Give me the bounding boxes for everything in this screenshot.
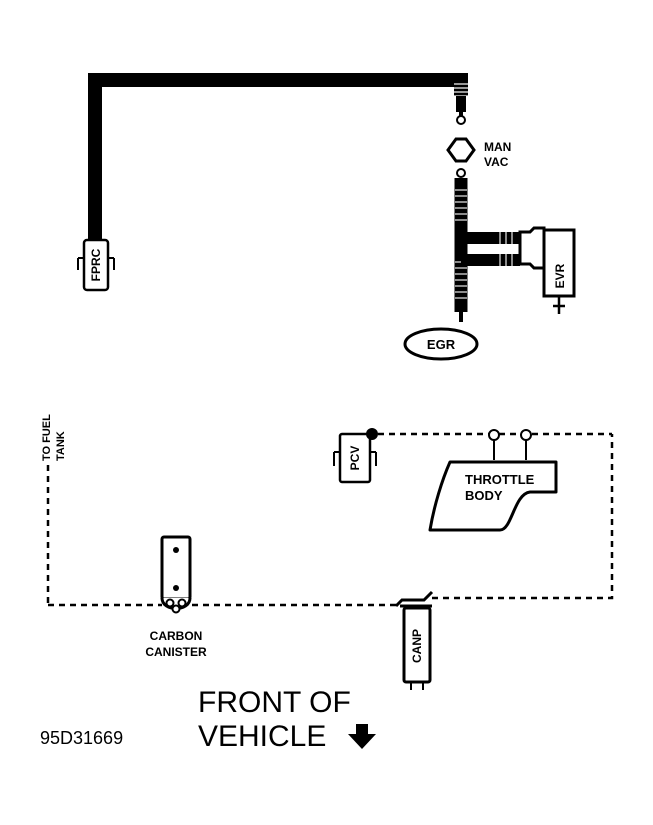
man-vac-port: MAN VAC — [446, 137, 511, 178]
man-vac-label-2: VAC — [484, 155, 509, 169]
fprc-label: FPRC — [89, 248, 103, 281]
fprc-connector: FPRC — [77, 238, 115, 292]
carbon-canister: CARBON CANISTER — [145, 535, 207, 659]
egr-vacuum-hose — [454, 178, 520, 322]
egr-valve: EGR — [403, 327, 479, 361]
canp-label: CANP — [410, 629, 424, 663]
arrow-down-icon — [348, 724, 376, 749]
throttle-body-label-1: THROTTLE — [465, 472, 535, 487]
to-fuel-tank-label: TO FUEL TANK — [41, 414, 67, 461]
throttle-body-label-2: BODY — [465, 488, 503, 503]
evap-dashed-lines — [46, 432, 614, 607]
to-fuel-tank-line-1: TO FUEL — [41, 414, 53, 461]
pcv-valve: PCV — [333, 428, 378, 484]
evr-solenoid: EVR — [518, 226, 576, 314]
front-of-vehicle-line-1: FRONT OF — [198, 686, 351, 719]
pcv-label: PCV — [348, 446, 362, 471]
fprc-vacuum-hose — [88, 73, 468, 250]
front-of-vehicle-line-2: VEHICLE — [198, 720, 326, 753]
man-vac-label-1: MAN — [484, 140, 511, 154]
egr-label: EGR — [427, 337, 456, 352]
carbon-canister-label-2: CANISTER — [145, 645, 207, 659]
figure-id: 95D31669 — [40, 728, 123, 748]
throttle-body: THROTTLE BODY — [428, 429, 558, 532]
to-fuel-tank-line-2: TANK — [55, 431, 67, 461]
front-of-vehicle: FRONT OF VEHICLE — [198, 686, 376, 753]
carbon-canister-label-1: CARBON — [150, 629, 203, 643]
canp-solenoid: CANP — [394, 590, 434, 690]
evr-label: EVR — [553, 263, 567, 288]
